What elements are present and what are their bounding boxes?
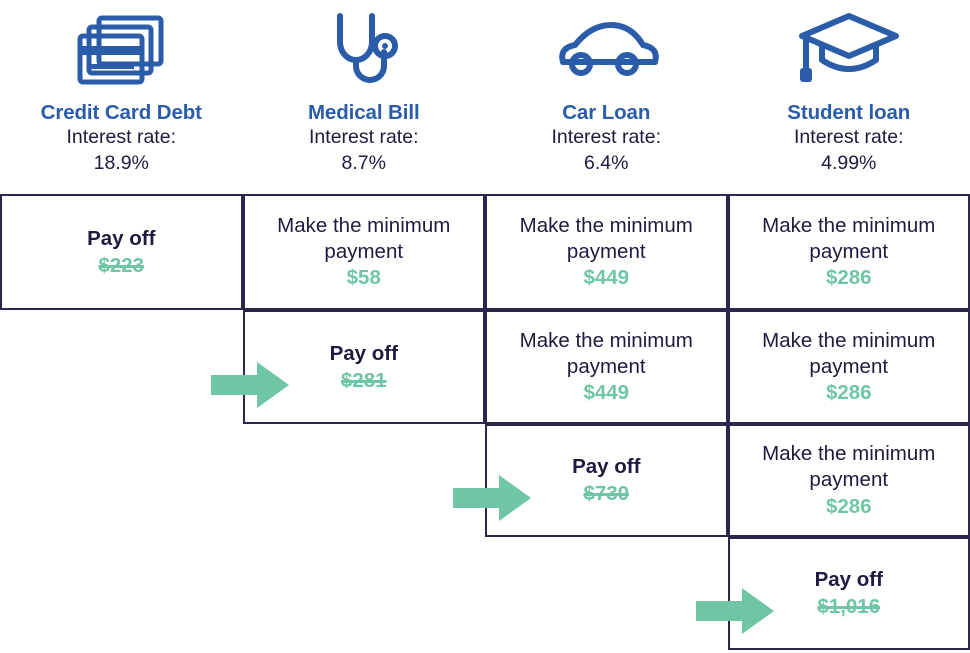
cell-action: Make the minimum payment [762, 213, 936, 263]
cell-amount: $286 [825, 381, 872, 405]
schedule-cell[interactable]: Make the minimum payment $58 [242, 194, 485, 310]
cell-action: Make the minimum payment [762, 328, 936, 378]
schedule-cell[interactable]: Pay off $223 [0, 194, 243, 310]
cell-action: Pay off [329, 341, 398, 365]
interest-rate-value: 6.4% [584, 151, 629, 174]
schedule-cell[interactable]: Pay off $1,016 [727, 537, 970, 650]
cell-amount: $286 [825, 266, 872, 290]
right-arrow-icon [696, 588, 774, 634]
interest-rate-value: 18.9% [93, 151, 149, 174]
payoff-schedule-grid: Pay off $223 Make the minimum payment $5… [0, 194, 970, 653]
credit-cards-icon [71, 0, 171, 100]
cell-amount: $1,016 [817, 595, 881, 618]
debt-name: Student loan [787, 101, 911, 124]
interest-rate-label: Interest rate: [66, 126, 176, 148]
interest-rate-label: Interest rate: [309, 126, 419, 148]
debt-column-medical-bill: Medical Bill Interest rate: 8.7% [243, 0, 486, 194]
interest-rate-value: 4.99% [821, 151, 877, 174]
schedule-cell[interactable]: Make the minimum payment $286 [727, 194, 970, 310]
right-arrow-icon [453, 475, 531, 521]
debt-name: Credit Card Debt [40, 101, 202, 124]
cell-action: Make the minimum payment [519, 328, 693, 378]
cell-action: Make the minimum payment [519, 213, 693, 263]
graduation-cap-icon [794, 0, 904, 100]
cell-amount: $449 [583, 266, 630, 290]
car-icon [551, 0, 661, 100]
cell-amount: $223 [98, 253, 145, 277]
cell-amount: $449 [583, 381, 630, 405]
interest-rate-label: Interest rate: [794, 126, 904, 148]
cell-amount: $286 [825, 494, 872, 518]
cell-amount: $281 [340, 368, 387, 392]
interest-rate-label: Interest rate: [551, 126, 661, 148]
cell-action: Make the minimum payment [762, 442, 936, 492]
debt-column-car-loan: Car Loan Interest rate: 6.4% [485, 0, 728, 194]
schedule-cell[interactable]: Make the minimum payment $449 [485, 194, 728, 310]
debt-header: Credit Card Debt Interest rate: 18.9% Me… [0, 0, 970, 194]
schedule-cell[interactable]: Make the minimum payment $286 [727, 424, 970, 537]
debt-name: Medical Bill [307, 101, 420, 124]
debt-column-credit-card-debt: Credit Card Debt Interest rate: 18.9% [0, 0, 243, 194]
schedule-cell[interactable]: Make the minimum payment $286 [727, 310, 970, 424]
cell-action: Pay off [87, 226, 156, 250]
schedule-cell[interactable]: Pay off $281 [242, 310, 485, 424]
debt-name: Car Loan [562, 101, 651, 124]
cell-action: Pay off [814, 568, 883, 592]
schedule-cell[interactable]: Pay off $730 [485, 424, 728, 537]
interest-rate-value: 8.7% [341, 151, 386, 174]
schedule-cell[interactable]: Make the minimum payment $449 [485, 310, 728, 424]
cell-amount: $730 [583, 482, 630, 505]
cell-action: Make the minimum payment [277, 213, 451, 263]
cell-amount: $58 [346, 266, 381, 290]
cell-action: Pay off [572, 455, 641, 479]
debt-column-student-loan: Student loan Interest rate: 4.99% [728, 0, 970, 194]
right-arrow-icon [211, 362, 289, 408]
stethoscope-icon [314, 0, 414, 100]
